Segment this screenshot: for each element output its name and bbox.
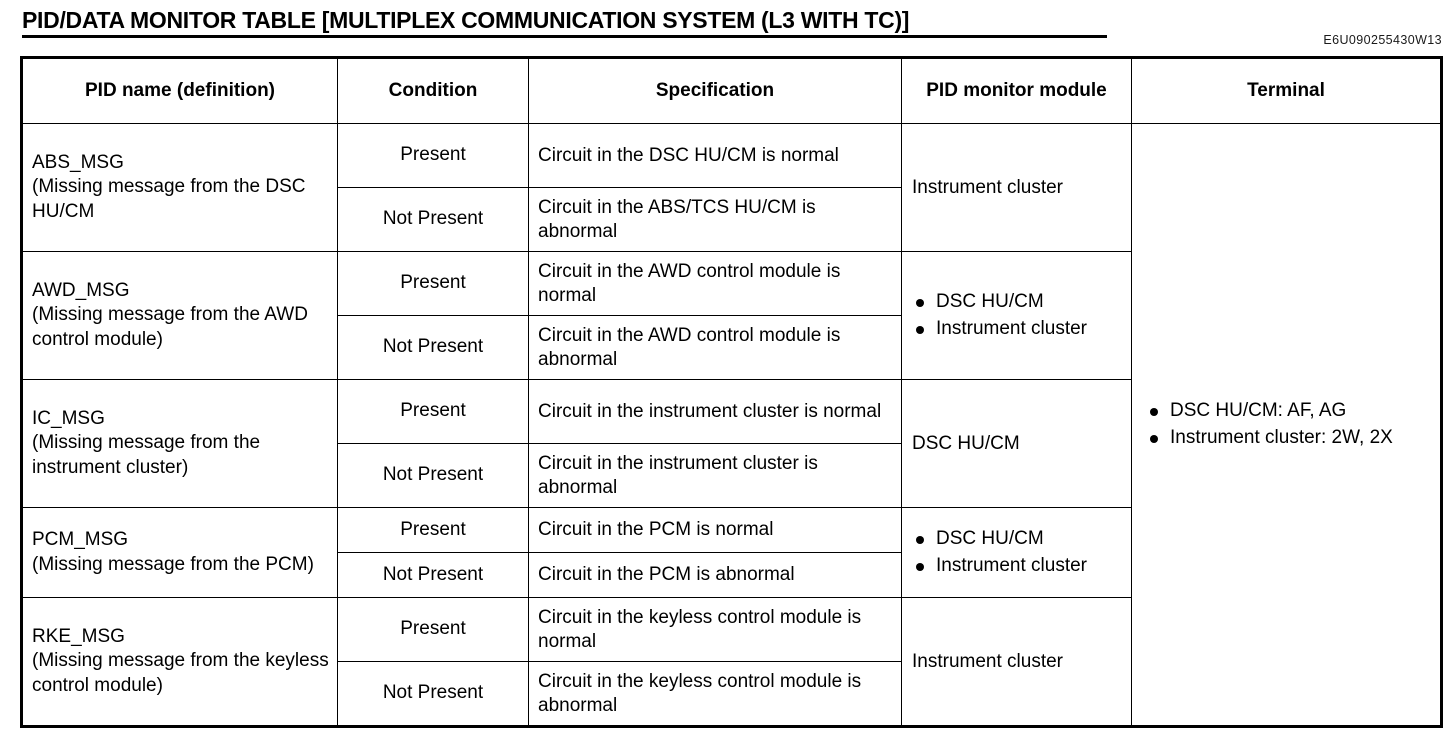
cell-condition: Not Present xyxy=(337,187,529,252)
cell-specification: Circuit in the keyless control module is… xyxy=(528,661,902,726)
module-bullet-item: DSC HU/CM xyxy=(912,527,1125,551)
cell-terminal: DSC HU/CM: AF, AG Instrument cluster: 2W,… xyxy=(1131,123,1441,726)
column-header-specification: Specification xyxy=(528,58,902,124)
table-row: AWD_MSG(Missing message from the AWD con… xyxy=(22,251,1441,380)
pid-name-text: RKE_MSG xyxy=(32,626,125,648)
cell-condition: Present xyxy=(337,251,529,316)
cell-specification: Circuit in the instrument cluster is nor… xyxy=(528,379,902,444)
cell-pid-name: AWD_MSG(Missing message from the AWD con… xyxy=(22,251,338,380)
pid-definition-text: (Missing message from the DSC HU/CM xyxy=(32,176,306,222)
cell-pid-monitor-module: Instrument cluster xyxy=(901,597,1132,726)
cell-condition: Present xyxy=(337,123,529,188)
module-text: Instrument cluster xyxy=(912,650,1063,672)
column-header-pid-monitor-module: PID monitor module xyxy=(901,58,1132,124)
cell-specification: Circuit in the AWD control module is abn… xyxy=(528,315,902,380)
cell-specification: Circuit in the DSC HU/CM is normal xyxy=(528,123,902,188)
module-text: DSC HU/CM xyxy=(912,432,1020,454)
module-bullet-item: Instrument cluster xyxy=(912,554,1125,578)
pid-name-text: IC_MSG xyxy=(32,408,105,430)
module-bullet-list: DSC HU/CM Instrument cluster xyxy=(912,527,1125,578)
table-body: ABS_MSG(Missing message from the DSC HU/… xyxy=(22,123,1441,726)
cell-condition: Not Present xyxy=(337,443,529,508)
pid-definition-text: (Missing message from the PCM) xyxy=(32,553,314,575)
table-row: IC_MSG(Missing message from the instrume… xyxy=(22,379,1441,508)
cell-condition: Present xyxy=(337,597,529,662)
pid-name-text: AWD_MSG xyxy=(32,280,130,302)
title-block: PID/DATA MONITOR TABLE [MULTIPLEX COMMUN… xyxy=(22,7,1112,39)
terminal-bullet-item: DSC HU/CM: AF, AG xyxy=(1146,399,1432,423)
column-header-condition: Condition xyxy=(337,58,529,124)
cell-pid-name: RKE_MSG(Missing message from the keyless… xyxy=(22,597,338,726)
pid-definition-text: (Missing message from the keyless contro… xyxy=(32,650,329,696)
table-header: PID name (definition) Condition Specific… xyxy=(22,58,1441,124)
table-row: PCM_MSG(Missing message from the PCM)Pre… xyxy=(22,507,1441,598)
module-bullet-list: DSC HU/CM Instrument cluster xyxy=(912,290,1125,341)
module-bullet-item: DSC HU/CM xyxy=(912,290,1125,314)
cell-pid-name: ABS_MSG(Missing message from the DSC HU/… xyxy=(22,123,338,252)
table-row: ABS_MSG(Missing message from the DSC HU/… xyxy=(22,123,1441,726)
pid-definition-text: (Missing message from the AWD control mo… xyxy=(32,304,308,350)
cell-pid-monitor-module: Instrument cluster xyxy=(901,123,1132,252)
column-header-terminal: Terminal xyxy=(1131,58,1441,124)
document-code: E6U090255430W13 xyxy=(1323,33,1442,47)
cell-condition: Present xyxy=(337,379,529,444)
cell-pid-monitor-module: DSC HU/CM Instrument cluster xyxy=(901,251,1132,380)
cell-pid-monitor-module: DSC HU/CM xyxy=(901,379,1132,508)
cell-condition: Not Present xyxy=(337,661,529,726)
terminal-bullet-item: Instrument cluster: 2W, 2X xyxy=(1146,426,1432,450)
cell-specification: Circuit in the PCM is abnormal xyxy=(528,552,902,598)
module-text: Instrument cluster xyxy=(912,176,1063,198)
cell-pid-name: IC_MSG(Missing message from the instrume… xyxy=(22,379,338,508)
cell-pid-name: PCM_MSG(Missing message from the PCM) xyxy=(22,507,338,598)
title-underline xyxy=(22,35,1107,39)
cell-condition: Not Present xyxy=(337,552,529,598)
cell-pid-monitor-module: DSC HU/CM Instrument cluster xyxy=(901,507,1132,598)
table-row: RKE_MSG(Missing message from the keyless… xyxy=(22,597,1441,726)
module-bullet-item: Instrument cluster xyxy=(912,317,1125,341)
cell-condition: Not Present xyxy=(337,315,529,380)
pid-data-monitor-table: PID name (definition) Condition Specific… xyxy=(20,56,1443,728)
pid-name-text: ABS_MSG xyxy=(32,152,124,174)
pid-definition-text: (Missing message from the instrument clu… xyxy=(32,432,261,478)
cell-specification: Circuit in the ABS/TCS HU/CM is abnormal xyxy=(528,187,902,252)
cell-specification: Circuit in the keyless control module is… xyxy=(528,597,902,662)
cell-specification: Circuit in the instrument cluster is abn… xyxy=(528,443,902,508)
cell-condition: Present xyxy=(337,507,529,553)
page-title: PID/DATA MONITOR TABLE [MULTIPLEX COMMUN… xyxy=(22,7,910,33)
cell-specification: Circuit in the AWD control module is nor… xyxy=(528,251,902,316)
header-row: PID name (definition) Condition Specific… xyxy=(22,58,1441,124)
column-header-pid-name: PID name (definition) xyxy=(22,58,338,124)
pid-name-text: PCM_MSG xyxy=(32,529,129,551)
terminal-bullet-list: DSC HU/CM: AF, AG Instrument cluster: 2W,… xyxy=(1146,399,1432,450)
cell-specification: Circuit in the PCM is normal xyxy=(528,507,902,553)
